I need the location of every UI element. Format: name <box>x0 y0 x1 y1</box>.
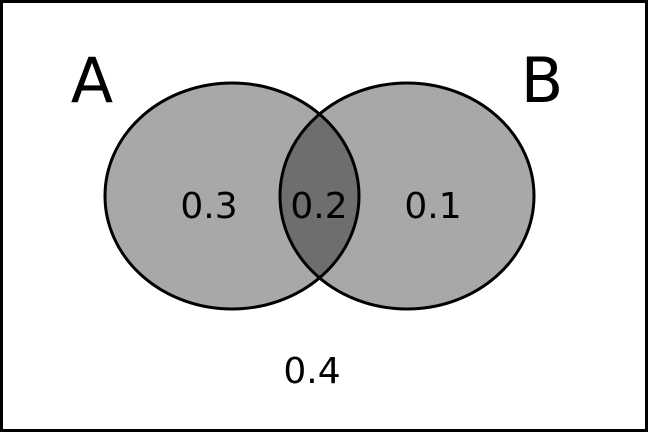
set-a-label: A <box>71 44 113 117</box>
region-only-a-value: 0.3 <box>180 186 237 227</box>
region-a-and-b-value: 0.2 <box>290 186 347 227</box>
region-only-b-value: 0.1 <box>404 186 461 227</box>
region-outside-value: 0.4 <box>283 351 340 392</box>
set-a-outline <box>103 81 361 311</box>
set-b-label: B <box>521 44 564 117</box>
set-b-outline <box>278 81 536 311</box>
